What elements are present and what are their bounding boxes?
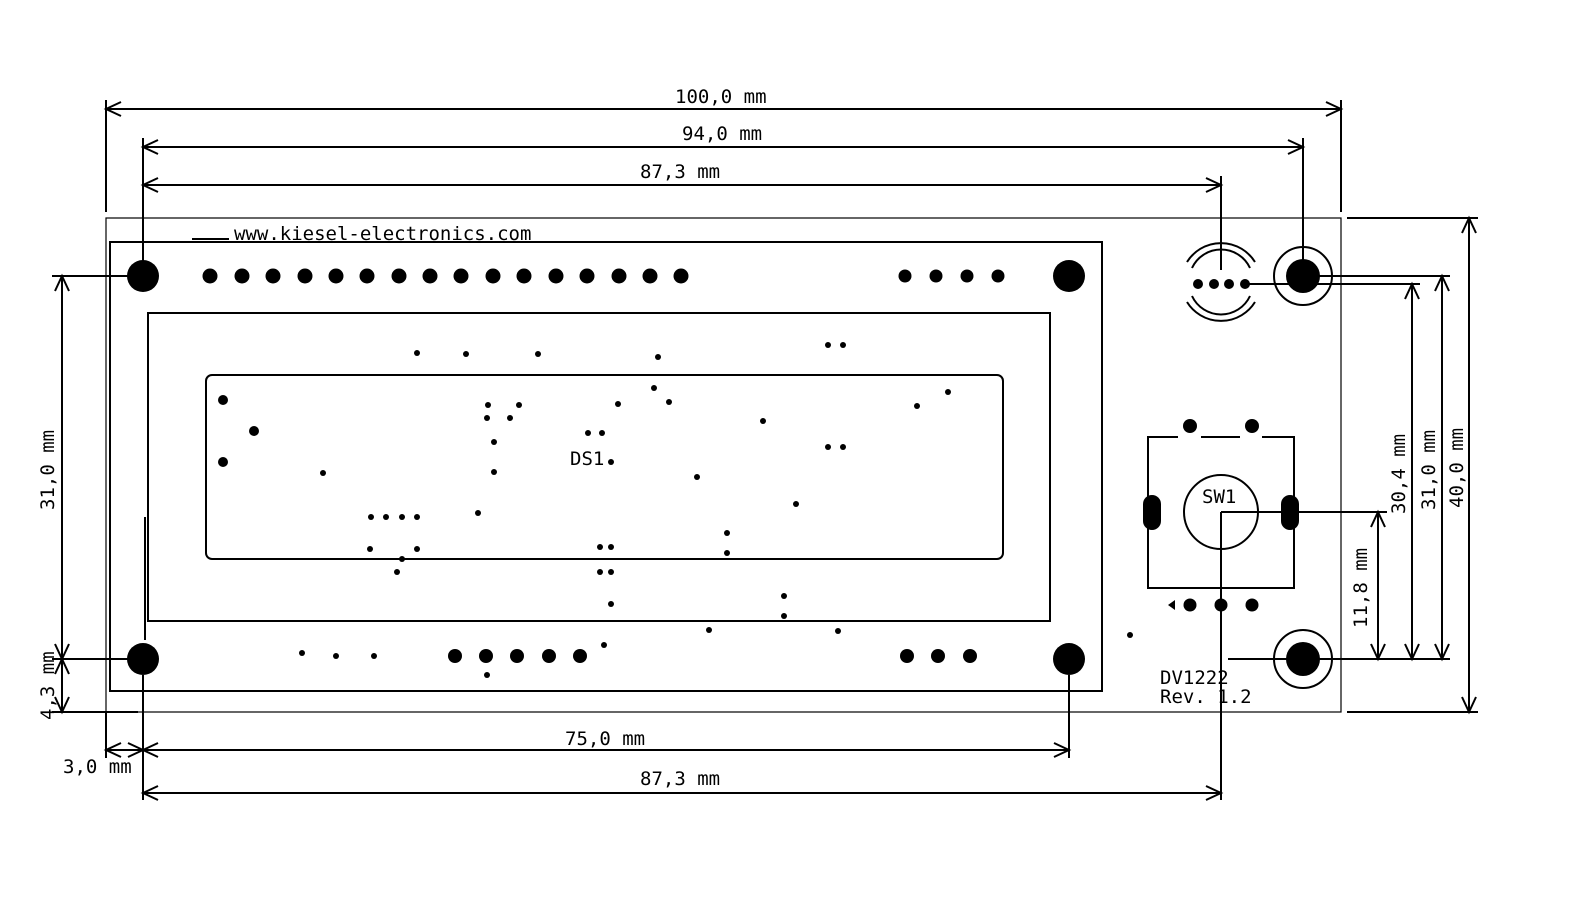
dim-right-31: 31,0 mm — [1303, 273, 1450, 662]
svg-text:87,3 mm: 87,3 mm — [640, 161, 720, 183]
revision-label: Rev. 1.2 — [1160, 686, 1252, 708]
svg-text:100,0 mm: 100,0 mm — [675, 86, 767, 108]
svg-text:31,0 mm: 31,0 mm — [1418, 430, 1440, 510]
dim-right-11-8: 11,8 mm — [1221, 509, 1450, 662]
dim-right-40: 40,0 mm — [1347, 215, 1478, 715]
display-viewing-area — [205, 374, 1004, 560]
dim-top-94: 94,0 mm — [140, 123, 1306, 276]
dim-top-87: 87,3 mm — [140, 161, 1224, 270]
svg-text:30,4 mm: 30,4 mm — [1388, 434, 1410, 514]
dim-left-4-3: 4,3 mm — [37, 651, 138, 720]
dim-bottom-3: 3,0 mm — [63, 675, 146, 800]
mounting-hole-bottom-right — [1053, 643, 1085, 675]
svg-text:75,0 mm: 75,0 mm — [565, 728, 645, 750]
dim-bottom-75: 75,0 mm — [140, 675, 1072, 758]
dim-top-100: 100,0 mm — [103, 86, 1344, 212]
svg-text:87,3 mm: 87,3 mm — [640, 768, 720, 790]
display-module-outline — [109, 241, 1103, 692]
board-url-label: www.kiesel-electronics.com — [234, 223, 531, 245]
svg-text:94,0 mm: 94,0 mm — [682, 123, 762, 145]
switch-reference-label: SW1 — [1202, 486, 1236, 508]
svg-text:31,0 mm: 31,0 mm — [37, 430, 59, 510]
dim-right-30-4: 30,4 mm — [1245, 281, 1420, 662]
display-bezel — [147, 312, 1051, 622]
header-pins-top-right — [898, 269, 1005, 283]
dim-bottom-87: 87,3 mm — [140, 512, 1224, 801]
board-outline — [105, 217, 1342, 713]
svg-text:4,3 mm: 4,3 mm — [37, 651, 59, 720]
mounting-hole-top-right — [1053, 260, 1085, 292]
part-number-label: DV1222 — [1160, 667, 1229, 689]
vias — [218, 342, 1133, 678]
header-pins-bottom — [448, 649, 977, 663]
display-header-pins — [202, 268, 689, 284]
svg-text:11,8 mm: 11,8 mm — [1350, 548, 1372, 628]
svg-text:3,0 mm: 3,0 mm — [63, 756, 132, 778]
display-reference-label: DS1 — [570, 448, 604, 470]
dim-left-31: 31,0 mm — [37, 273, 143, 662]
svg-text:40,0 mm: 40,0 mm — [1446, 428, 1468, 508]
